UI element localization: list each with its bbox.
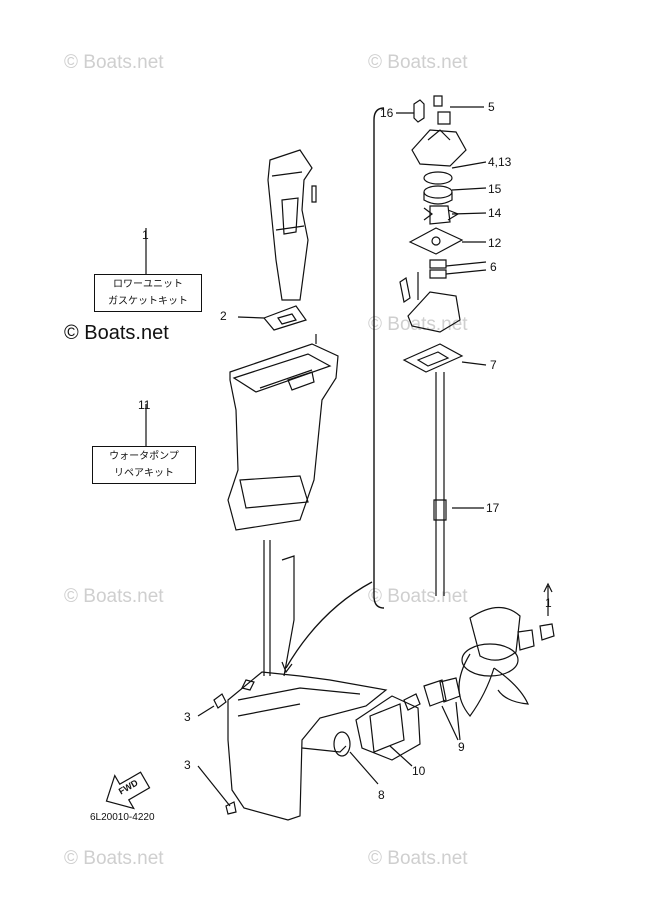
water-pump-parts <box>396 95 487 596</box>
repair-kit-line2: リペアキット <box>114 468 174 479</box>
callout-4-13: 4,13 <box>488 155 512 169</box>
upper-casing-part <box>227 343 339 531</box>
propeller-part <box>458 582 555 717</box>
gasket-kit-line2: ガスケットキット <box>108 296 188 307</box>
callout-3-upper: 3 <box>184 710 191 724</box>
callout-12: 12 <box>488 236 502 250</box>
gasket-kit-label: ロワーユニット ガスケットキット <box>94 274 202 312</box>
callout-17: 17 <box>486 501 500 515</box>
callout-5: 5 <box>488 100 495 114</box>
watermark-top-right: © Boats.net <box>368 52 468 73</box>
watermark-lower-right: © Boats.net <box>368 586 468 607</box>
propshaft-housing-part <box>333 677 461 785</box>
callout-3-lower: 3 <box>184 758 191 772</box>
repair-kit-line1: ウォータポンプ <box>109 451 179 462</box>
fwd-arrow-icon <box>105 771 151 810</box>
callout-8: 8 <box>378 788 385 802</box>
gasket-2-part <box>237 305 317 344</box>
callout-16: 16 <box>380 106 394 120</box>
gasket-kit-line1: ロワーユニット <box>113 279 183 290</box>
diagram-code: 6L20010-4220 <box>90 812 155 823</box>
callout-15: 15 <box>488 182 502 196</box>
watermark-main: © Boats.net <box>64 322 169 344</box>
repair-kit-label: ウォータポンプ リペアキット <box>92 446 196 484</box>
watermark-bottom-left: © Boats.net <box>64 848 164 869</box>
water-tube-part <box>263 540 295 677</box>
callout-gasket-kit: 1 <box>142 228 149 242</box>
callout-1-propeller: 1 <box>545 596 552 610</box>
group-bracket <box>373 107 385 609</box>
callout-14: 14 <box>488 206 502 220</box>
watermark-lower-left: © Boats.net <box>64 586 164 607</box>
gearcase-part <box>227 671 388 821</box>
assembly-arrow <box>285 581 373 669</box>
callout-7: 7 <box>490 358 497 372</box>
watermark-top-left: © Boats.net <box>64 52 164 73</box>
callout-9: 9 <box>458 740 465 754</box>
watermark-bottom-right: © Boats.net <box>368 848 468 869</box>
callout-repair-kit: 11 <box>138 398 151 412</box>
callout-6: 6 <box>490 260 497 274</box>
callout-2: 2 <box>220 309 227 323</box>
exhaust-guide-part <box>267 149 317 301</box>
callout-10: 10 <box>412 764 426 778</box>
